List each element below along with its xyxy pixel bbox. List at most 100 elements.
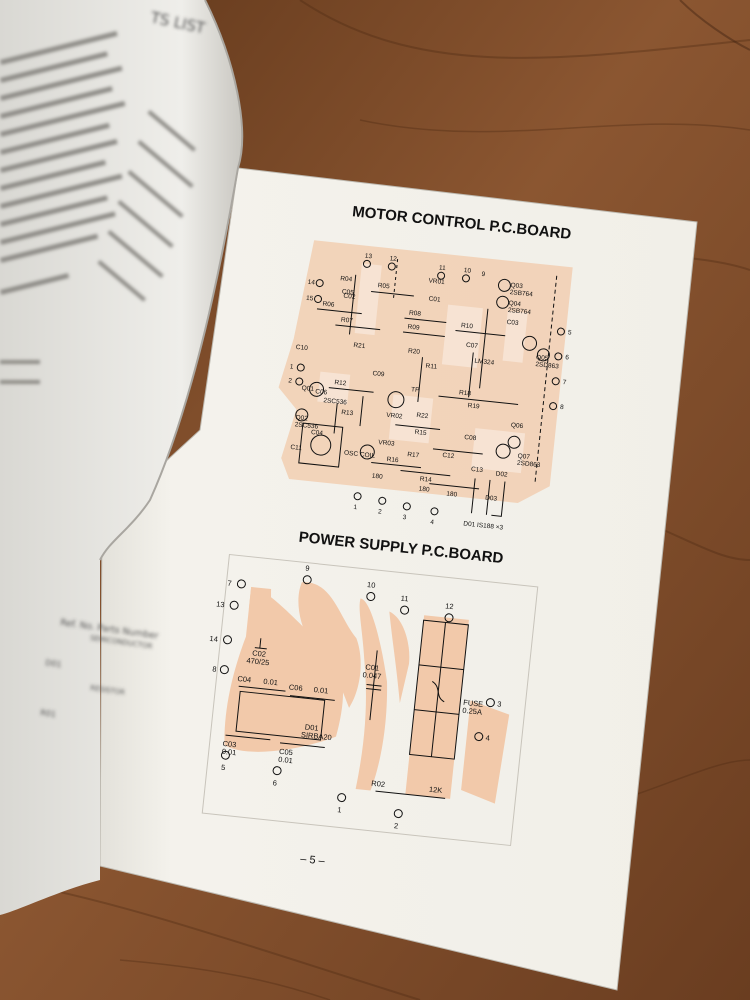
mc-label: C03 [506, 319, 519, 327]
c01-label: C01 [365, 662, 380, 672]
r02-value: 12K [429, 785, 443, 795]
ps-terminal-label: 6 [272, 778, 277, 787]
ps-terminal-label: 11 [400, 594, 409, 604]
mc-label: R06 [322, 301, 335, 309]
mc-label: 2SD863 [517, 460, 541, 469]
left-r01: R01 [40, 708, 57, 719]
mc-label: 14 [307, 279, 315, 287]
mc-label: R12 [334, 379, 347, 387]
ps-terminal-label: 3 [497, 699, 502, 708]
mc-label: C07 [466, 342, 479, 350]
mc-label: 10 [463, 267, 471, 275]
mc-label: 1 [289, 363, 294, 370]
mc-label: D03 [485, 495, 498, 503]
mc-label: 2SD863 [535, 361, 559, 370]
c03-label: C03 [222, 739, 237, 749]
mc-label: 11 [439, 264, 447, 272]
mc-label: 2SC536 [294, 421, 318, 430]
mc-label: 13 [364, 253, 372, 261]
mc-label: C08 [464, 434, 477, 442]
mc-label: R21 [353, 342, 366, 350]
mc-label: Q07 [517, 453, 530, 461]
mc-label: 180 [446, 490, 458, 498]
ps-terminal-label: 4 [485, 733, 490, 742]
mc-label: R10 [461, 322, 474, 330]
mc-label: R20 [408, 348, 421, 356]
mc-label: 2SB764 [508, 307, 532, 316]
mc-label: R18 [459, 389, 472, 397]
c01-value: 0.047 [362, 670, 382, 681]
mc-label: C12 [442, 452, 455, 460]
mc-label: Q05 [536, 354, 549, 362]
mc-label: 4 [430, 519, 435, 526]
ps-terminal-label: 8 [212, 664, 217, 673]
ps-terminal-label: 12 [445, 601, 454, 611]
mc-label: C09 [372, 370, 385, 378]
mc-label: Q06 [511, 422, 524, 430]
mc-label: R08 [409, 310, 422, 318]
mc-label: 180 [418, 486, 430, 494]
mc-label: 2SB764 [509, 289, 533, 298]
mc-label: C10 [295, 344, 308, 352]
mc-label: 7 [562, 379, 567, 386]
motor-board-terminals [295, 259, 565, 516]
osc-coil-label: OSC COIL [344, 450, 376, 460]
motor-control-section: MOTOR CONTROL P.C.BOARD [278, 203, 573, 532]
power-board-outline [201, 553, 539, 847]
page-number: – 5 – [300, 853, 326, 868]
mc-label: Q01 [301, 385, 314, 393]
mc-label: VR03 [378, 439, 395, 448]
mc-label: R07 [341, 317, 354, 325]
ps-terminal-label: 9 [305, 564, 310, 573]
mc-label: C13 [471, 466, 484, 474]
mc-label: C04 [311, 429, 324, 437]
d01-label: D01 [304, 722, 319, 732]
c06-label: C06 [288, 682, 303, 692]
mc-label: R05 [377, 282, 390, 290]
mc-label: 2SC536 [323, 397, 347, 406]
mc-label: 1 [353, 504, 358, 511]
power-board-components [225, 619, 469, 799]
diode-note: D01 IS188 ×3 [463, 520, 504, 531]
mc-label: 8 [560, 404, 565, 411]
mc-label: C06 [315, 388, 328, 396]
mc-label: D02 [495, 471, 508, 479]
r02-label: R02 [371, 779, 386, 789]
c04-label: C04 [237, 674, 252, 684]
mc-label: 9 [481, 271, 486, 278]
ps-terminal-label: 14 [209, 634, 218, 644]
ps-terminal-label: 13 [216, 599, 225, 609]
mc-label: Q02 [295, 414, 308, 422]
power-supply-section: POWER SUPPLY P.C.BOARD [201, 529, 539, 847]
c04-value: 0.01 [263, 677, 278, 687]
ps-terminal-label: 5 [221, 763, 226, 772]
c05-label: C05 [279, 747, 294, 757]
c02-label: C02 [252, 648, 267, 658]
power-board-labels: 9 10 11 12 7 13 14 8 3 4 5 6 1 2 C02 470… [209, 564, 502, 831]
motor-board-components [295, 259, 558, 517]
mc-label: C01 [428, 296, 441, 304]
c05-value: 0.01 [278, 755, 293, 765]
mc-label: VR02 [386, 412, 403, 421]
c06-value: 0.01 [313, 685, 328, 695]
d01-part: SIRBA20 [301, 730, 333, 742]
power-board-traces [224, 582, 510, 804]
power-board-terminals [219, 575, 495, 819]
mc-label: R15 [414, 429, 427, 437]
c03-value: 0.01 [221, 747, 236, 757]
mc-label: R04 [340, 275, 353, 283]
mc-label: R19 [467, 402, 480, 410]
mc-label: R11 [425, 363, 437, 371]
fuse-label: FUSE [463, 698, 484, 709]
mc-label: R22 [416, 412, 429, 420]
mc-label: R16 [386, 456, 399, 464]
mc-label: 2 [288, 377, 293, 384]
ps-terminal-label: 10 [367, 580, 376, 590]
left-d01: D01 [45, 658, 62, 669]
mc-label: C11 [290, 444, 302, 452]
mc-label: 3 [402, 514, 407, 521]
ps-terminal-label: 7 [227, 578, 232, 587]
mc-label: Q04 [508, 300, 521, 308]
mc-label: 6 [565, 354, 570, 361]
fuse-value: 0.25A [462, 706, 482, 717]
